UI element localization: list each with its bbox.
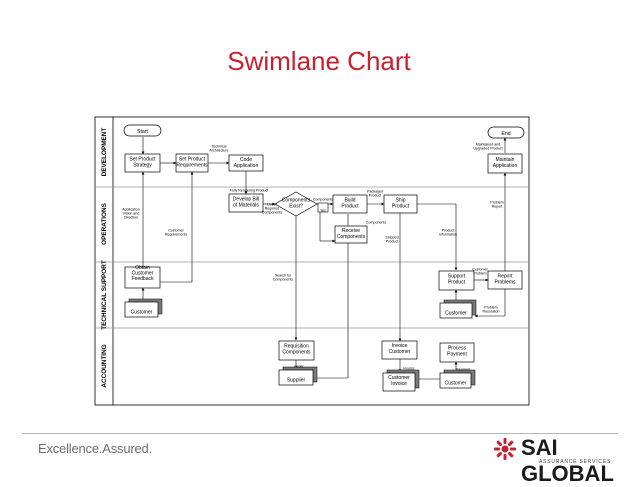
footer-tagline: Excellence.Assured. bbox=[38, 441, 152, 456]
small-merge-box bbox=[317, 202, 329, 213]
box-build-product bbox=[332, 194, 368, 214]
note-components-receive: Components bbox=[366, 220, 387, 224]
entity-customer-left bbox=[124, 298, 163, 318]
box-set-product-strategy bbox=[124, 153, 161, 173]
box-ship-product bbox=[383, 194, 418, 214]
label-customer-accounting: Customer bbox=[445, 380, 467, 386]
logo-subtitle: ASSURANCE SERVICES bbox=[539, 459, 612, 465]
note-invoice: Invoice bbox=[403, 366, 414, 370]
footer-divider bbox=[22, 433, 618, 434]
entity-customer-accounting bbox=[439, 369, 476, 389]
box-requisition-components bbox=[278, 340, 315, 361]
end-label: End bbox=[501, 131, 510, 137]
box-maintain-application bbox=[487, 153, 523, 174]
box-support-product bbox=[438, 270, 475, 291]
box-invoice-customer bbox=[381, 340, 418, 360]
note-fully-rendering: Fully Rendering Product bbox=[230, 188, 269, 192]
entity-customer-right bbox=[439, 299, 477, 319]
note-order: Order bbox=[294, 364, 304, 368]
label-supplier: Supplier bbox=[287, 377, 306, 383]
terminator-start: Start bbox=[123, 124, 162, 137]
label-customer-left: Customer bbox=[131, 309, 153, 315]
box-develop-bill bbox=[228, 193, 264, 213]
lane-label-operations: OPERATIONS bbox=[101, 202, 108, 245]
entity-supplier bbox=[278, 366, 318, 386]
terminator-end: End bbox=[487, 126, 525, 139]
note-components: Components bbox=[313, 197, 334, 201]
page-title: Swimlane Chart bbox=[227, 46, 411, 76]
entity-customer-invoice bbox=[382, 369, 420, 392]
lane-label-technical-support: TECHNICAL SUPPORT bbox=[101, 260, 108, 330]
box-code-application bbox=[228, 154, 264, 172]
decision-components-exist bbox=[274, 191, 318, 217]
lane-grid bbox=[94, 116, 530, 406]
note-payment: Payment bbox=[456, 367, 470, 371]
sai-global-logo-icon bbox=[494, 438, 516, 460]
start-label: Start bbox=[137, 129, 149, 135]
label-customer-right: Customer bbox=[445, 310, 467, 316]
box-receive-components bbox=[334, 225, 368, 244]
lane-label-accounting: ACCOUNTING bbox=[101, 344, 108, 387]
box-set-product-requirements bbox=[175, 153, 209, 173]
lane-label-development: DEVELOPMENT bbox=[101, 128, 108, 177]
box-process-payment bbox=[439, 342, 475, 363]
box-obtain-feedback bbox=[124, 266, 161, 289]
note-yes: Yes bbox=[320, 208, 326, 212]
box-report-problems bbox=[487, 270, 523, 290]
